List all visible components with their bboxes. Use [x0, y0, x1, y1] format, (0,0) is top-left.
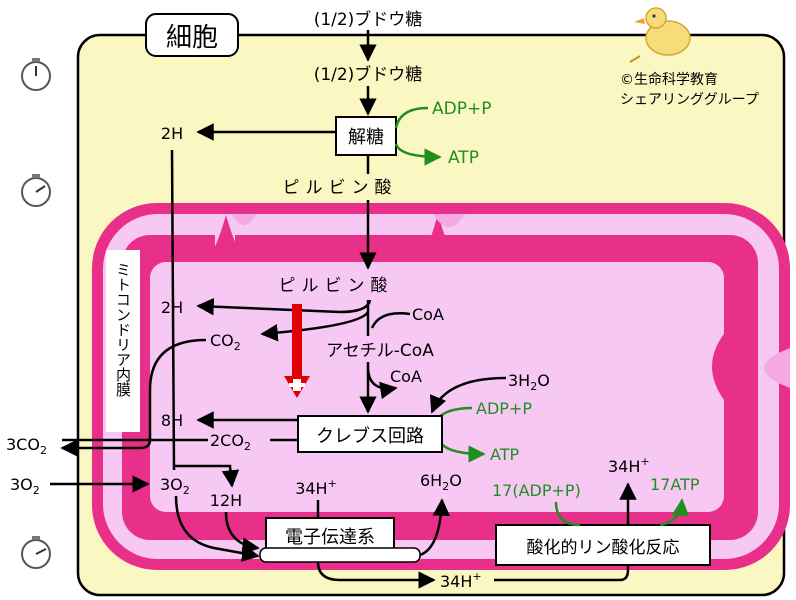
arrow-o2-etc	[174, 495, 260, 562]
stopwatch-icon	[21, 174, 51, 207]
crista	[712, 334, 758, 400]
pyruvate-outer-label: ピルビン酸	[283, 178, 398, 198]
water-in-label: 3H2O	[508, 371, 550, 393]
etc-membrane-tube	[259, 547, 421, 563]
co2-b-label: 2CO2	[210, 431, 251, 453]
crista	[206, 215, 246, 262]
co2-out-label: 3CO2	[6, 435, 47, 457]
red-arrow	[284, 304, 310, 398]
o2-in-label: 3O2	[10, 475, 40, 497]
h-pyruvate-label: 2H	[161, 298, 183, 317]
krebs-label: クレブス回路	[316, 425, 424, 447]
glycolysis-label: 解糖	[348, 127, 384, 148]
acetyl-coa-label: アセチル-CoA	[326, 341, 434, 361]
crista	[414, 213, 462, 262]
proton-c-label: 34H+	[440, 570, 482, 591]
duck-logo	[629, 7, 691, 63]
atp-label-2: ATP	[490, 445, 519, 464]
arrow-adp-17	[554, 501, 581, 527]
h-carrier-line	[170, 149, 176, 471]
pyruvate-inner-label: ピルビン酸	[279, 276, 394, 296]
o2-inner-label: 3O2	[160, 475, 190, 497]
membrane-label: ミトコンドリア内膜	[114, 262, 132, 398]
arrow-water-out	[419, 498, 451, 557]
h-krebs-label: 8H	[161, 411, 183, 430]
adp-label-1: ADP+P	[432, 99, 491, 119]
adp-label-2: ADP+P	[476, 399, 532, 418]
stopwatch-icon	[21, 536, 51, 569]
atp-17-label: 17ATP	[650, 475, 700, 494]
cell-title-box	[145, 13, 239, 57]
arrow-water-in	[429, 376, 507, 414]
etc-box	[265, 517, 395, 553]
crista	[433, 214, 465, 227]
etc-label: 電子伝達系	[285, 527, 375, 548]
arrow-12h	[174, 464, 240, 488]
proton-a-label: 34H+	[295, 477, 337, 498]
cell-title: 細胞	[166, 23, 218, 53]
arrow-proton-out	[316, 561, 436, 589]
adp-17-label: 17(ADP+P)	[492, 481, 581, 500]
arrow-coa-out	[366, 369, 398, 400]
membrane-label-box	[106, 250, 140, 432]
copyright-line: ©生命科学教育	[620, 71, 718, 88]
water-out-label: 6H2O	[420, 471, 462, 493]
proton-b-label: 34H+	[608, 455, 650, 476]
group-line: シェアリンググループ	[620, 92, 759, 108]
coa-in-label: CoA	[412, 305, 444, 324]
glucose-top-label: (1/2)ブドウ糖	[314, 9, 423, 30]
arrow-co2-a	[260, 311, 370, 342]
oxphos-box	[495, 524, 711, 566]
stopwatch-icon	[21, 58, 51, 91]
arrow-coa-in	[370, 312, 411, 329]
arrow-co2-out	[60, 338, 207, 457]
glycolysis-box	[335, 116, 397, 156]
glucose-label: (1/2)ブドウ糖	[314, 64, 423, 85]
arrow-adp-in	[394, 106, 429, 129]
coa-out-label: CoA	[390, 367, 422, 386]
h-glycolysis-label: 2H	[161, 124, 183, 143]
arrow-proton-return	[494, 482, 637, 582]
krebs-box	[297, 415, 443, 453]
arrow-atp-17	[659, 498, 690, 527]
arrow-12h-etc	[224, 511, 260, 555]
crista	[764, 348, 790, 388]
atp-label-1: ATP	[448, 148, 479, 168]
arrow-atp-out	[394, 143, 442, 166]
crista	[232, 214, 256, 225]
oxphos-label: 酸化的リン酸化反応	[527, 538, 680, 558]
h-total-label: 12H	[210, 491, 242, 510]
co2-a-label: CO2	[210, 331, 241, 353]
